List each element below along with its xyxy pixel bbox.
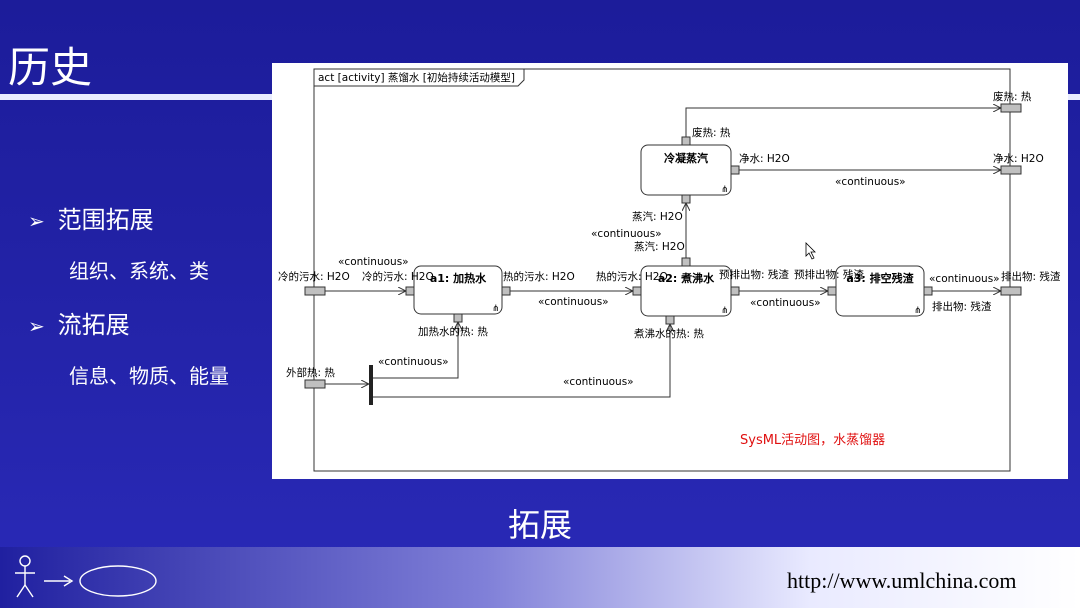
- fork-icon: ⋔: [721, 185, 729, 195]
- bullet-arrow-icon: ➢: [28, 209, 45, 233]
- pin-label-a1-in: 冷的污水: H2O: [362, 270, 434, 283]
- footer-bar: http://www.umlchina.com: [0, 547, 1080, 608]
- bullet-flow: ➢ 流拓展: [28, 305, 130, 340]
- fork-icon: ⋔: [914, 306, 922, 316]
- action-boil-water-label: a2: 煮沸水: [658, 271, 715, 285]
- pin-label-a2-out: 预排出物: 残渣: [719, 268, 789, 281]
- pin-label-a4-out: 净水: H2O: [739, 152, 790, 165]
- object-flows: [325, 108, 1000, 398]
- pin-label-external-heat: 外部热: 热: [286, 366, 335, 379]
- bullet-label: 流拓展: [57, 311, 130, 339]
- pin-label-out-waste: 废热: 热: [993, 90, 1032, 103]
- pin-label-a2-heat: 煮沸水的热: 热: [634, 327, 704, 340]
- pin-label-a2-steam: 蒸汽: H2O: [634, 240, 685, 253]
- fork-icon: ⋔: [721, 306, 729, 316]
- activity-diagram: act [activity] 蒸馏水 [初始持续活动模型] a1: 加热水 ⋔ …: [272, 63, 1068, 479]
- bullet-arrow-icon: ➢: [28, 314, 45, 338]
- stereotype-continuous: «continuous»: [750, 297, 821, 309]
- action-heat-water-label: a1: 加热水: [430, 271, 487, 285]
- action-condense-steam-label: 冷凝蒸汽: [664, 151, 708, 165]
- stereotype-continuous: «continuous»: [538, 296, 609, 308]
- actor-usecase-logo-icon: [15, 555, 157, 598]
- activity-frame: [313, 68, 1011, 472]
- diagram-note: SysML活动图，水蒸馏器: [740, 433, 885, 448]
- pin-label-a1-heat: 加热水的热: 热: [418, 325, 488, 338]
- mouse-cursor-icon: [805, 242, 816, 260]
- stereotype-continuous: «continuous»: [563, 376, 634, 388]
- stereotype-continuous: «continuous»: [929, 273, 1000, 285]
- pin-label-a1-out: 热的污水: H2O: [503, 270, 575, 283]
- bullet-sub-flow: 信息、物质、能量: [69, 364, 229, 388]
- slide-caption: 拓展: [508, 506, 573, 544]
- pin-label-out-water: 净水: H2O: [993, 152, 1044, 165]
- diagram-canvas: act [activity] 蒸馏水 [初始持续活动模型] a1: 加热水 ⋔ …: [278, 68, 1061, 472]
- stereotype-continuous: «continuous»: [835, 176, 906, 188]
- footer-url[interactable]: http://www.umlchina.com: [787, 568, 1017, 593]
- stereotype-continuous: «continuous»: [378, 356, 449, 368]
- slide-title: 历史: [8, 43, 93, 92]
- pin-label-a3-in: 预排出物: 残渣: [794, 268, 864, 281]
- bullet-sub-scope: 组织、系统、类: [69, 259, 209, 283]
- action-drain-residue-label: a3: 排空残渣: [846, 271, 914, 285]
- frame-label: act [activity] 蒸馏水 [初始持续活动模型]: [318, 71, 515, 84]
- pin-label-out-sludge: 排出物: 残渣: [1001, 270, 1061, 283]
- pin-label-cold-water-in: 冷的污水: H2O: [278, 270, 350, 283]
- pin-label-a2-in: 热的污水: H2O: [596, 270, 668, 283]
- bullet-label: 范围拓展: [57, 206, 154, 234]
- stereotype-continuous: «continuous»: [591, 228, 662, 240]
- fork-icon: ⋔: [492, 304, 500, 314]
- frame-tab: [314, 69, 525, 87]
- pin-label-a4-steam: 蒸汽: H2O: [632, 210, 683, 223]
- fork-bar: [369, 365, 373, 405]
- pin-label-a3-out: 排出物: 残渣: [932, 300, 992, 313]
- stereotype-continuous: «continuous»: [338, 256, 409, 268]
- bullet-scope: ➢ 范围拓展: [28, 200, 154, 235]
- pin-label-a4-waste: 废热: 热: [692, 126, 731, 139]
